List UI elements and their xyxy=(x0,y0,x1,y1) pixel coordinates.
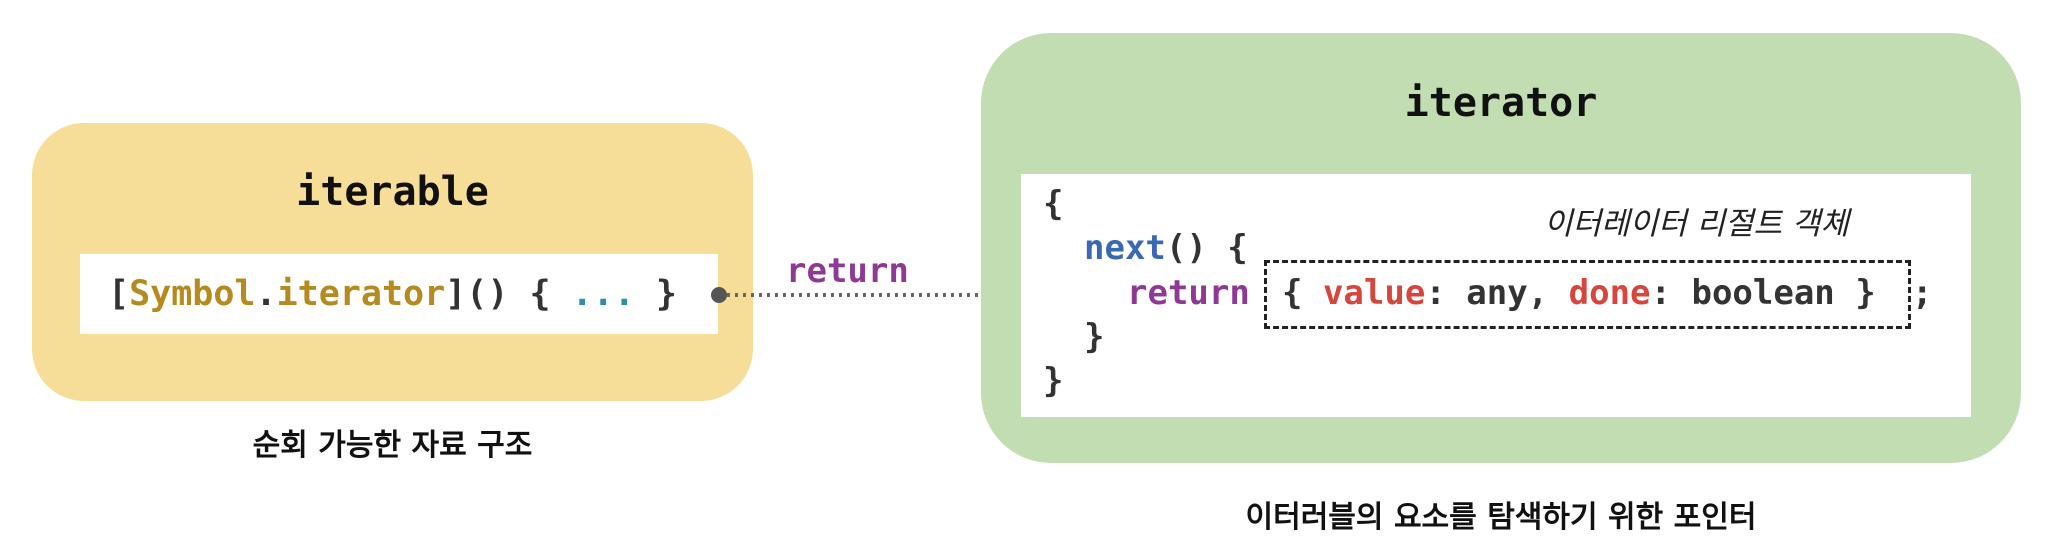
code-semicolon: ; xyxy=(1912,273,1933,313)
code-line-close-outer: } xyxy=(1043,361,1064,401)
code-iterator-word: iterator xyxy=(276,274,446,314)
arrow-start-dot xyxy=(711,287,727,303)
result-object-label: 이터레이터 리절트 객체 xyxy=(1544,206,1849,242)
code-line-result: { value: any, done: boolean } xyxy=(1282,273,1876,313)
code-colon-1: : xyxy=(1425,273,1467,313)
code-line-open: { xyxy=(1043,184,1064,224)
code-value-type: any, xyxy=(1466,273,1569,313)
code-line-close-inner: } xyxy=(1084,317,1105,357)
iterator-title: iterator xyxy=(1404,80,1598,126)
code-symbol: Symbol xyxy=(129,274,256,314)
iterator-code-panel: { next() { return { value: any, done: bo… xyxy=(1021,174,1971,417)
code-line-next: next() { xyxy=(1084,228,1248,268)
code-open-bracket: [ xyxy=(108,274,130,314)
code-colon-2: : xyxy=(1650,273,1692,313)
code-line-return: return xyxy=(1127,273,1250,313)
result-object-box xyxy=(1264,260,1911,329)
iterator-box: iterator { next() { return { value: any,… xyxy=(981,33,2021,463)
iterable-caption: 순회 가능한 자료 구조 xyxy=(252,428,533,463)
code-value-key: value xyxy=(1322,273,1426,313)
code-next: next xyxy=(1084,228,1166,268)
iterable-code: [Symbol.iterator]() { ... } xyxy=(80,254,718,334)
return-label: return xyxy=(786,251,909,291)
iterator-caption: 이터러블의 요소를 탐색하기 위한 포인터 xyxy=(1245,500,1757,535)
code-close: } xyxy=(634,274,677,314)
iterable-box: iterable [Symbol.iterator]() { ... } xyxy=(32,123,753,401)
iterable-title: iterable xyxy=(296,169,489,215)
code-dots: ... xyxy=(571,274,635,314)
code-result-open: { xyxy=(1282,273,1323,313)
code-done-type: boolean } xyxy=(1691,273,1876,313)
code-dot: . xyxy=(255,274,277,314)
code-return-keyword: return xyxy=(1127,273,1250,313)
code-rest: ]() { xyxy=(445,274,572,314)
code-next-rest: () { xyxy=(1165,228,1248,268)
code-done-key: done xyxy=(1568,273,1651,313)
